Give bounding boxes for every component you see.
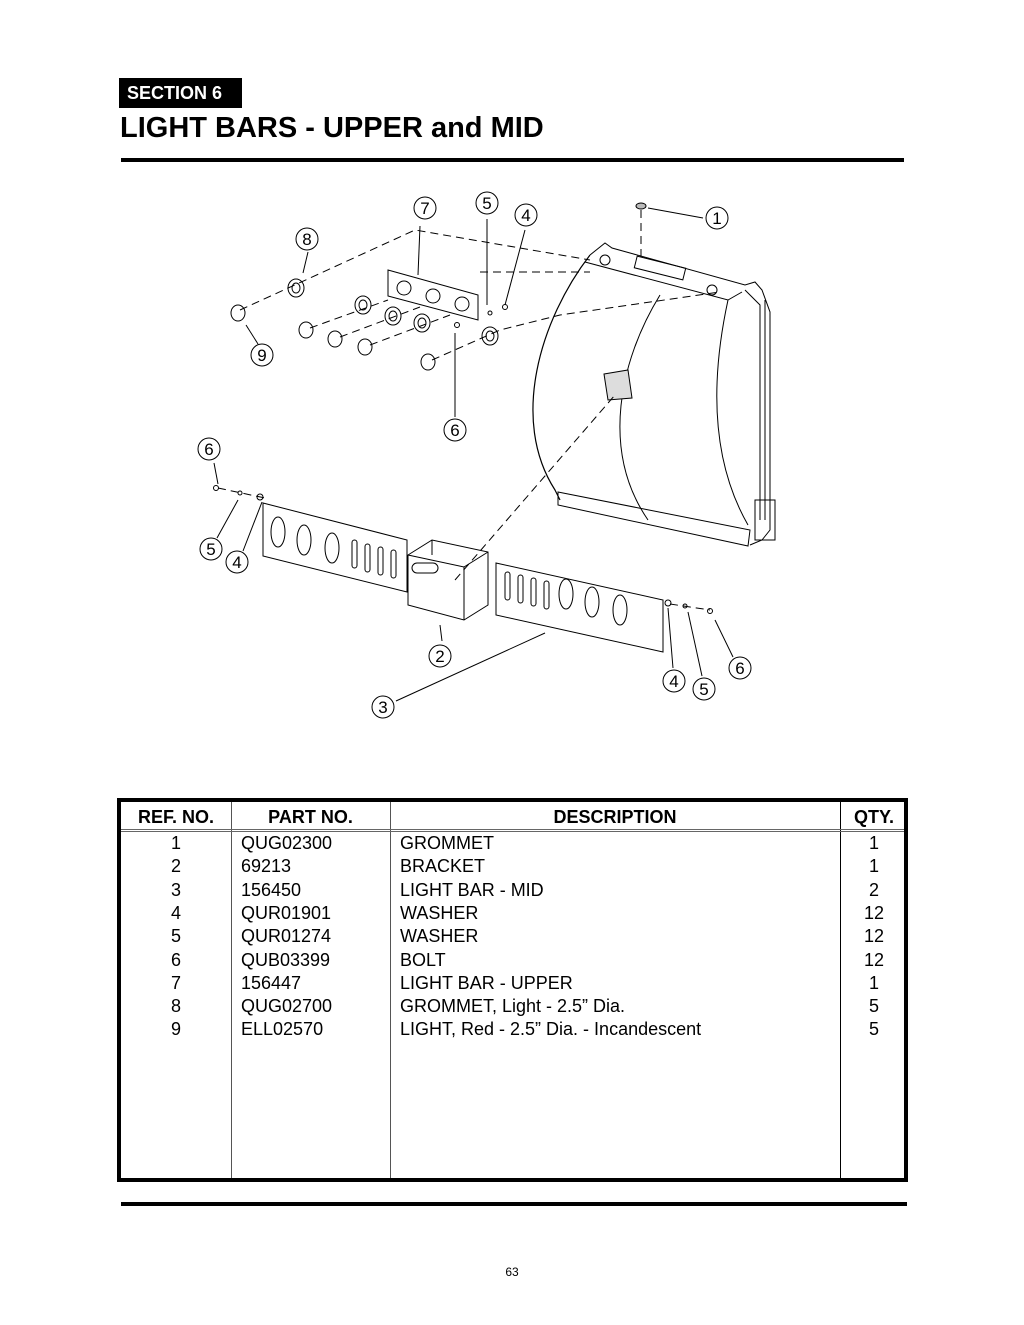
callout-label: 6 bbox=[735, 659, 744, 678]
description: WASHER bbox=[400, 926, 479, 947]
table-row: 1 QUG02300 GROMMET 1 bbox=[121, 832, 904, 855]
callout-label: 4 bbox=[669, 672, 678, 691]
upper-light-bar bbox=[387, 269, 479, 321]
grommets bbox=[287, 278, 499, 346]
callout-5 bbox=[199, 537, 223, 561]
callout-6 bbox=[728, 656, 752, 680]
callout-2 bbox=[428, 644, 452, 668]
callout-6 bbox=[443, 418, 467, 442]
column-divider bbox=[390, 802, 391, 1178]
table-row: 9 ELL02570 LIGHT, Red - 2.5” Dia. - Inca… bbox=[121, 1018, 904, 1041]
mid-light-bar-right bbox=[495, 562, 664, 653]
callout-label: 6 bbox=[204, 440, 213, 459]
callout-6 bbox=[197, 437, 221, 461]
part-no: ELL02570 bbox=[241, 1019, 324, 1040]
callout-5 bbox=[475, 191, 499, 215]
column-divider bbox=[231, 802, 232, 1178]
callout-1 bbox=[705, 206, 729, 230]
table-row: 4 QUR01901 WASHER 12 bbox=[121, 902, 904, 925]
table-row: 5 QUR01274 WASHER 12 bbox=[121, 925, 904, 948]
header-ref-no: REF. NO. bbox=[137, 807, 214, 827]
part-no: QUG02700 bbox=[241, 996, 333, 1017]
callout-3 bbox=[371, 695, 395, 719]
ref-no: 4 bbox=[170, 902, 181, 923]
qty: 1 bbox=[868, 856, 879, 877]
header-part-no: PART NO. bbox=[268, 807, 353, 827]
table-row: 6 QUB03399 BOLT 12 bbox=[121, 949, 904, 972]
callout-label: 4 bbox=[521, 206, 530, 225]
table-row: 8 QUG02700 GROMMET, Light - 2.5” Dia. 5 bbox=[121, 995, 904, 1018]
callout-5 bbox=[692, 677, 716, 701]
ref-no: 1 bbox=[170, 833, 181, 853]
table-row: 7 156447 LIGHT BAR - UPPER 1 bbox=[121, 972, 904, 995]
description: GROMMET, Light - 2.5” Dia. bbox=[400, 996, 626, 1017]
part-no: QUR01901 bbox=[241, 902, 332, 923]
part-no: QUR01274 bbox=[241, 926, 332, 947]
parts-table: REF. NO. PART NO. DESCRIPTION QTY. 1 QUG… bbox=[117, 798, 908, 1182]
description: LIGHT, Red - 2.5” Dia. - Incandescent bbox=[400, 1019, 702, 1040]
callout-label: 5 bbox=[482, 194, 491, 213]
description: WASHER bbox=[400, 902, 479, 923]
callout-9 bbox=[250, 343, 274, 367]
callout-label: 5 bbox=[699, 680, 708, 699]
callout-label: 4 bbox=[232, 553, 241, 572]
table-row: 2 69213 BRACKET 1 bbox=[121, 855, 904, 878]
description: GROMMET bbox=[400, 833, 494, 853]
callout-label: 8 bbox=[302, 230, 311, 249]
part-no: QUB03399 bbox=[241, 949, 331, 970]
callout-label: 1 bbox=[712, 209, 721, 228]
bottom-divider bbox=[121, 1202, 907, 1206]
callout-8 bbox=[295, 227, 319, 251]
section-badge: SECTION 6 bbox=[119, 78, 242, 108]
callout-label: 9 bbox=[257, 346, 266, 365]
qty: 12 bbox=[863, 902, 885, 923]
header-description: DESCRIPTION bbox=[553, 807, 677, 827]
bracket bbox=[407, 539, 489, 621]
qty: 2 bbox=[868, 879, 879, 900]
table-row: 3 156450 LIGHT BAR - MID 2 bbox=[121, 879, 904, 902]
housing-assembly bbox=[532, 242, 776, 547]
callout-label: 2 bbox=[435, 647, 444, 666]
qty: 1 bbox=[868, 833, 879, 853]
header-divider bbox=[121, 829, 904, 832]
description: BOLT bbox=[400, 949, 446, 970]
qty: 1 bbox=[868, 972, 879, 993]
qty: 5 bbox=[868, 996, 879, 1017]
qty: 12 bbox=[863, 926, 885, 947]
lights bbox=[230, 304, 436, 371]
ref-no: 9 bbox=[170, 1019, 181, 1040]
ref-no: 8 bbox=[170, 996, 181, 1017]
ref-no: 6 bbox=[170, 949, 181, 970]
callout-label: 3 bbox=[378, 698, 387, 717]
callout-4 bbox=[514, 203, 538, 227]
ref-no: 2 bbox=[170, 856, 181, 877]
description: LIGHT BAR - MID bbox=[400, 879, 544, 900]
description: LIGHT BAR - UPPER bbox=[400, 972, 573, 993]
qty: 12 bbox=[863, 949, 885, 970]
mid-light-bar-left bbox=[262, 502, 408, 593]
ref-no: 5 bbox=[170, 926, 181, 947]
callout-label: 5 bbox=[206, 540, 215, 559]
ref-no: 7 bbox=[170, 972, 181, 993]
part-no: 156450 bbox=[241, 879, 302, 900]
callout-4 bbox=[662, 669, 686, 693]
callout-label: 7 bbox=[420, 199, 429, 218]
qty: 5 bbox=[868, 1019, 879, 1040]
description: BRACKET bbox=[400, 856, 486, 877]
exploded-parts-diagram: 1 2 3 4 4 4 5 5 5 6 6 6 7 8 9 bbox=[197, 191, 776, 719]
callout-7 bbox=[413, 196, 437, 220]
ref-no: 3 bbox=[170, 879, 181, 900]
part-no: 156447 bbox=[241, 972, 302, 993]
callout-label: 6 bbox=[450, 421, 459, 440]
header-qty: QTY. bbox=[853, 807, 894, 827]
grommet-part bbox=[635, 202, 647, 210]
part-no: QUG02300 bbox=[241, 833, 333, 853]
part-no: 69213 bbox=[241, 856, 292, 877]
callout-4 bbox=[225, 550, 249, 574]
page-number: 63 bbox=[505, 1265, 519, 1279]
page-title: LIGHT BARS - UPPER and MID bbox=[120, 112, 544, 144]
column-divider bbox=[840, 802, 841, 1178]
title-divider bbox=[121, 158, 904, 162]
